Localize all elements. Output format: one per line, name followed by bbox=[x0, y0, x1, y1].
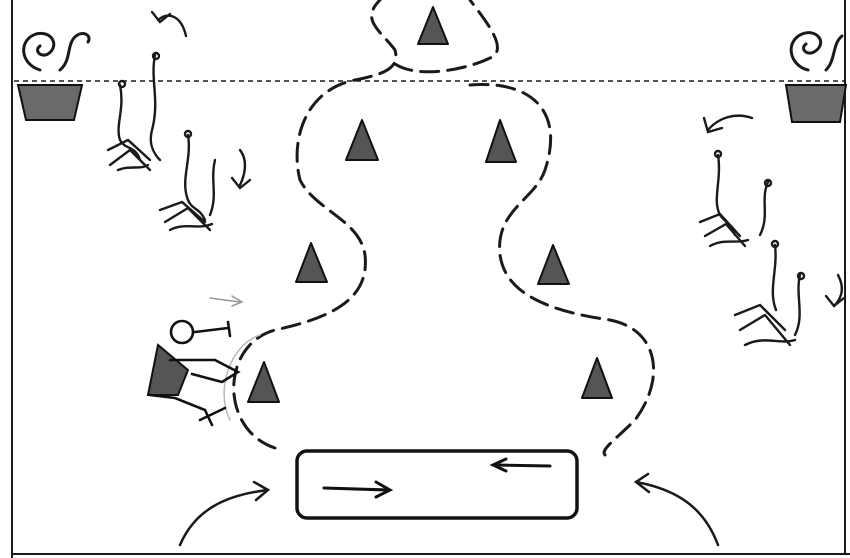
bench-arrow-right bbox=[324, 482, 390, 497]
traffic-cone-icon bbox=[248, 362, 279, 402]
arrow-icon-top-left bbox=[152, 12, 186, 36]
arrow-icon-bottom-right bbox=[636, 474, 718, 545]
bench-rectangle bbox=[297, 451, 577, 518]
traffic-cone-icon bbox=[538, 245, 569, 284]
basket-icon-left bbox=[18, 85, 82, 120]
swirl-icon-right bbox=[791, 33, 842, 70]
arrow-icon-left-down bbox=[232, 150, 250, 188]
arrow-icon-bottom-left bbox=[180, 482, 268, 545]
basket-icon-right bbox=[786, 85, 846, 122]
bench-arrow-left bbox=[493, 459, 550, 471]
traffic-cone-icon bbox=[418, 7, 448, 44]
player-figure-icon-right-1 bbox=[700, 151, 771, 246]
traffic-cone-icon bbox=[486, 120, 516, 162]
player-figure-icon-left-2 bbox=[160, 131, 215, 230]
traffic-cone-icon bbox=[582, 358, 612, 398]
player-figure-icon-hurdle bbox=[148, 296, 242, 425]
field-border bbox=[12, 0, 850, 558]
swirl-icon-left bbox=[24, 33, 89, 70]
traffic-cone-icon bbox=[346, 120, 378, 160]
arrow-icon-right-down bbox=[826, 275, 844, 306]
player-figure-icon-left-1 bbox=[108, 53, 160, 170]
player-figure-icon-right-2 bbox=[735, 241, 804, 345]
arrow-icon-top-right bbox=[704, 116, 752, 132]
traffic-cone-icon bbox=[296, 243, 327, 282]
cones bbox=[248, 7, 612, 402]
